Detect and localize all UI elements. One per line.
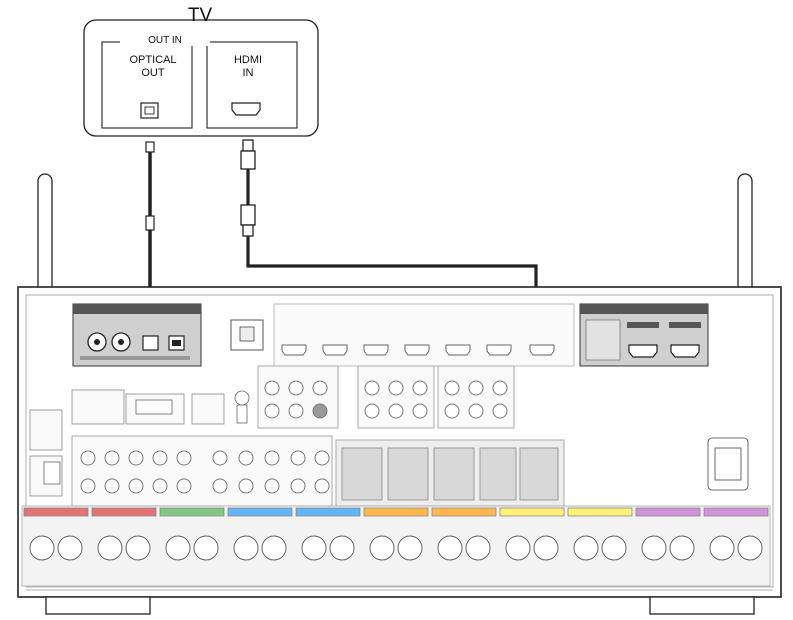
tv-title: TV (187, 5, 213, 26)
hdmi-input-row (273, 303, 575, 367)
tv-optical-out-label: OPTICAL OUT (110, 54, 196, 80)
hdmi-label-line-2: IN (242, 67, 254, 79)
receiver-feet (45, 596, 755, 615)
tv-port-group-label: OUT IN (120, 36, 210, 46)
receiver-optical-in-1[interactable] (142, 335, 159, 351)
tv-hdmi-in-label: HDMI IN (208, 54, 288, 80)
tv-unit (83, 19, 319, 137)
hdmi-output-block (579, 303, 709, 367)
receiver-hdmi-out-1[interactable] (628, 344, 658, 358)
receiver-hdmi-out-2[interactable] (670, 344, 700, 358)
tv-hdmi-port[interactable] (231, 102, 261, 116)
hdmi-label-line-1: HDMI (233, 54, 263, 66)
tv-optical-port[interactable] (140, 102, 159, 119)
analog-jacks (71, 365, 565, 507)
optical-label-line-2: OUT (141, 67, 165, 79)
optical-label-line-1: OPTICAL (129, 54, 177, 66)
speaker-terminals (21, 505, 771, 587)
control-ports (29, 389, 749, 497)
digital-audio-block (72, 303, 202, 367)
